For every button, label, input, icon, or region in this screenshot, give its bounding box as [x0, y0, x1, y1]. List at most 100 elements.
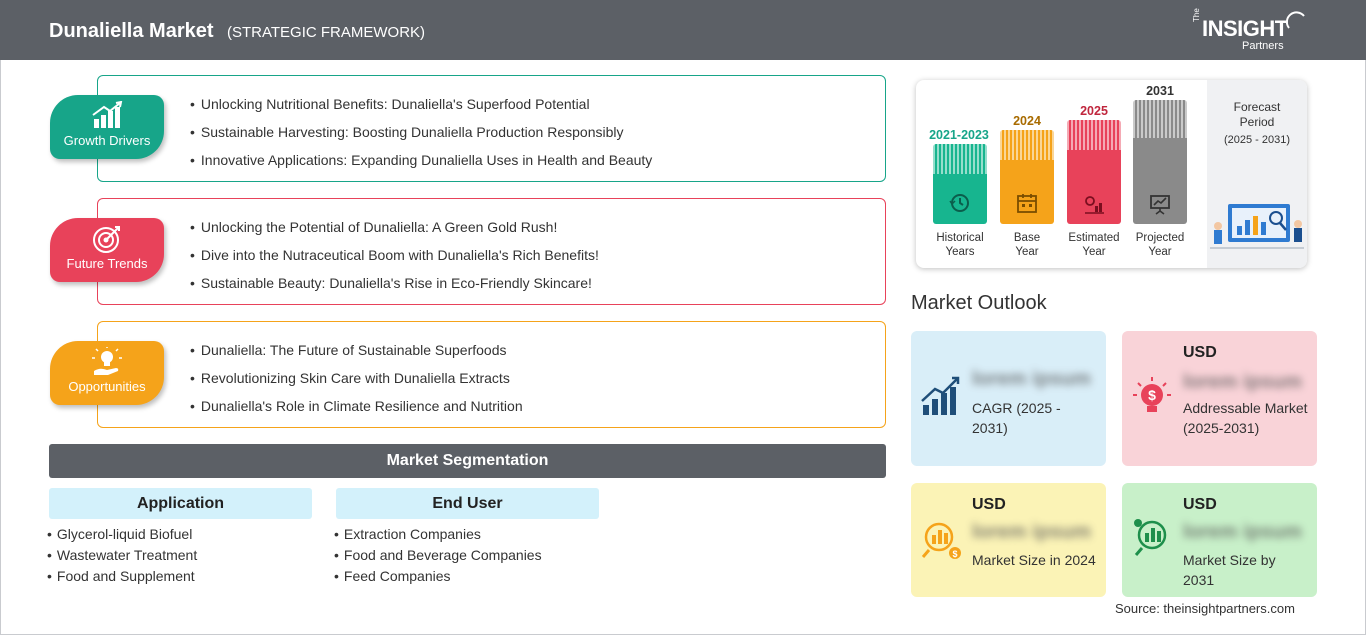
cagr-card: lorem ipsum CAGR (2025 - 2031) [911, 331, 1106, 466]
bar-stripes [1133, 100, 1187, 138]
segment-end-user-header: End User [336, 488, 599, 519]
list-item: Dunaliella's Role in Climate Resilience … [190, 396, 523, 424]
list-item: Dive into the Nutraceutical Boom with Du… [190, 245, 599, 273]
logo-arc-icon [1286, 11, 1305, 29]
forecast-range: (2025 - 2031) [1223, 134, 1291, 146]
bar-stripes [1000, 130, 1054, 160]
logo-the: The [1192, 8, 1201, 22]
bar-growth-icon [1134, 519, 1167, 556]
bar-label-line2: Year [1082, 246, 1106, 258]
card-value-blurred: lorem ipsum [972, 521, 1091, 543]
list-item: Food and Supplement [47, 567, 197, 588]
future-trends-list: Unlocking the Potential of Dunaliella: A… [190, 217, 599, 301]
badge-label: Future Trends [66, 256, 148, 271]
bar-label-line1: Estimated [1068, 232, 1120, 244]
target-icon [93, 226, 120, 253]
card-currency: USD [1183, 496, 1217, 513]
bar-label-line2: Year [1015, 246, 1039, 258]
svg-text:$: $ [952, 549, 957, 559]
bar-label-line2: Years [945, 246, 975, 258]
bar-label-projected: Projected Year [1120, 231, 1200, 259]
dollar-chart-icon: $ [921, 522, 961, 559]
bar-label-estimated: Estimated Year [1054, 231, 1134, 259]
card-description: Addressable Market (2025-2031) [1183, 400, 1308, 436]
forecast-title-line1: Forecast [1233, 100, 1281, 114]
badge-label: Opportunities [68, 379, 146, 394]
card-description: Market Size in 2024 [972, 552, 1096, 568]
calendar-icon [1017, 194, 1037, 213]
bar-label-line2: Year [1148, 246, 1172, 258]
badge-label: Growth Drivers [63, 133, 151, 148]
source-text: Source: theinsightpartners.com [1115, 601, 1295, 616]
future-trends-badge: Future Trends [50, 218, 164, 282]
bar-base [1000, 130, 1054, 224]
list-item: Food and Beverage Companies [334, 546, 542, 567]
insight-partners-logo[interactable]: The INSIGHT Partners [1190, 8, 1310, 54]
dollar-bulb-icon: $ [1133, 377, 1171, 412]
bar-label-historical: Historical Years [920, 231, 1000, 259]
opportunities-list: Dunaliella: The Future of Sustainable Su… [190, 340, 523, 424]
bar-year-estimated: 2025 [1080, 104, 1108, 118]
bar-year-historical: 2021-2023 [929, 128, 989, 142]
bar-estimated [1067, 120, 1121, 224]
segment-application-list: Glycerol-liquid Biofuel Wastewater Treat… [47, 525, 197, 588]
card-currency: USD [1183, 344, 1217, 361]
bar-year-projected: 2031 [1146, 84, 1174, 98]
bar-label-line1: Projected [1135, 232, 1185, 244]
bar-label-line1: Historical [936, 232, 984, 244]
card-description: CAGR (2025 - 2031) [972, 400, 1061, 436]
bar-year-base: 2024 [1013, 114, 1041, 128]
opportunities-badge: Opportunities [50, 341, 164, 405]
bar-label-base: Base Year [987, 231, 1067, 259]
forecast-title-line2: Period [1239, 115, 1275, 129]
bar-chart-icon [92, 101, 123, 128]
list-item: Dunaliella: The Future of Sustainable Su… [190, 340, 523, 368]
list-item: Glycerol-liquid Biofuel [47, 525, 197, 546]
timeline-card: 2021-2023 Historical Years 2024 Base Yea… [916, 80, 1307, 268]
logo-partners: Partners [1242, 40, 1284, 52]
page-title: Dunaliella Market [49, 20, 214, 42]
bar-stripes [1067, 120, 1121, 150]
list-item: Revolutionizing Skin Care with Dunaliell… [190, 368, 523, 396]
segment-application-header: Application [49, 488, 312, 519]
addressable-market-card: USD lorem ipsum Addressable Market (2025… [1122, 331, 1317, 466]
lightbulb-hand-icon [92, 347, 122, 375]
bar-stripes [933, 144, 987, 174]
list-item: Feed Companies [334, 567, 542, 588]
card-description: Market Size by 2031 [1183, 552, 1276, 588]
list-item: Sustainable Harvesting: Boosting Dunalie… [190, 122, 652, 150]
segment-end-user-list: Extraction Companies Food and Beverage C… [334, 525, 542, 588]
list-item: Unlocking the Potential of Dunaliella: A… [190, 217, 599, 245]
header-bar: Dunaliella Market (STRATEGIC FRAMEWORK) … [0, 0, 1366, 60]
growth-chart-icon [921, 376, 960, 415]
market-size-2031-card: USD lorem ipsum Market Size by 2031 [1122, 483, 1317, 597]
opportunities-box: Dunaliella: The Future of Sustainable Su… [97, 321, 886, 428]
logo-insight: INSIGHT [1202, 16, 1288, 41]
forecast-title: Forecast Period [1207, 100, 1307, 130]
market-segmentation-header: Market Segmentation [49, 444, 886, 478]
card-currency: USD [972, 496, 1006, 513]
growth-drivers-badge: Growth Drivers [50, 95, 164, 159]
bar-label-line1: Base [1013, 232, 1041, 244]
presentation-icon [1150, 195, 1170, 215]
list-item: Wastewater Treatment [47, 546, 197, 567]
page-subtitle: (STRATEGIC FRAMEWORK) [227, 24, 426, 41]
market-size-2024-card: USD lorem ipsum Market Size in 2024 $ [911, 483, 1106, 597]
card-value-blurred: lorem ipsum [1183, 521, 1302, 543]
analyst-illustration-icon [1210, 204, 1304, 249]
list-item: Unlocking Nutritional Benefits: Dunaliel… [190, 94, 652, 122]
list-item: Extraction Companies [334, 525, 542, 546]
future-trends-box: Unlocking the Potential of Dunaliella: A… [97, 198, 886, 305]
market-outlook-title: Market Outlook [911, 292, 1047, 314]
history-icon [949, 194, 969, 212]
growth-drivers-box: Unlocking Nutritional Benefits: Dunaliel… [97, 75, 886, 182]
card-value-blurred: lorem ipsum [972, 368, 1091, 390]
growth-drivers-list: Unlocking Nutritional Benefits: Dunaliel… [190, 94, 652, 178]
list-item: Innovative Applications: Expanding Dunal… [190, 150, 652, 178]
bar-projected [1133, 100, 1187, 224]
bar-historical [933, 144, 987, 224]
card-value-blurred: lorem ipsum [1183, 371, 1302, 393]
gears-chart-icon [1085, 196, 1104, 214]
svg-text:$: $ [1148, 387, 1156, 403]
list-item: Sustainable Beauty: Dunaliella's Rise in… [190, 273, 599, 301]
